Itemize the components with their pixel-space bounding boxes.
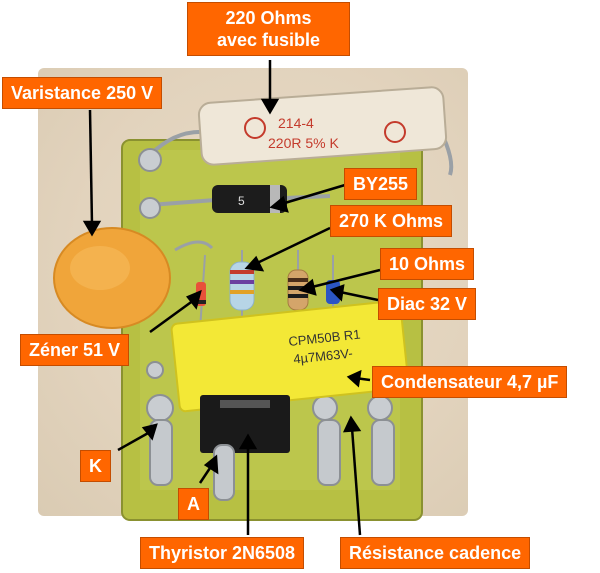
label-270k: 270 K Ohms (330, 205, 453, 237)
capacitor-line2: 4µ7M63V- (293, 345, 354, 366)
capacitor-4-7uf: CPM50B R1 4µ7M63V- (170, 299, 410, 413)
resistor-code-text: 214-4 (278, 115, 314, 131)
diode-mark-text: 5 (238, 194, 245, 208)
label-resistance-cadence: Résistance cadence (340, 537, 531, 569)
label-10-ohms: 10 Ohms (380, 248, 475, 280)
label-varistance: Varistance 250 V (2, 77, 163, 109)
terminals (149, 419, 395, 501)
resistor-10-ohms (287, 250, 309, 320)
thyristor-2n6508 (200, 395, 290, 453)
label-zener: Zéner 51 V (20, 334, 130, 366)
resistor-220-ohms: 214-4 220R 5% K (148, 86, 454, 176)
label-thyristor: Thyristor 2N6508 (140, 537, 305, 569)
label-condensateur: Condensateur 4,7 µF (372, 366, 568, 398)
varistor-250v (53, 227, 214, 329)
label-diac: Diac 32 V (378, 288, 477, 320)
label-220-ohms: 220 Ohms avec fusible (187, 2, 350, 56)
resistor-value-text: 220R 5% K (268, 135, 339, 151)
label-k: K (80, 450, 111, 482)
pointer-arrows (82, 60, 381, 536)
label-a: A (178, 488, 209, 520)
label-by255: BY255 (344, 168, 418, 200)
